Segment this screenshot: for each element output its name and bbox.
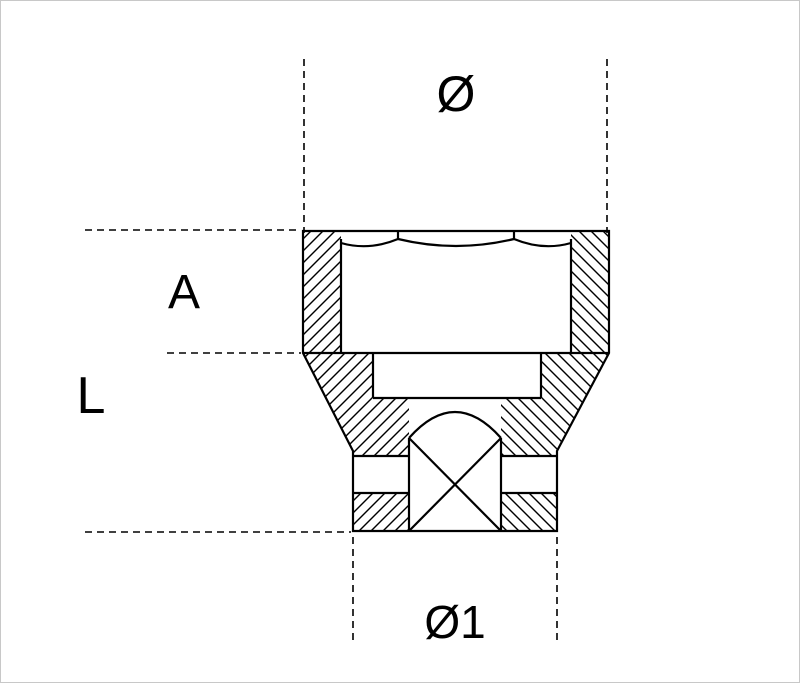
drive-hole-dome <box>408 410 502 439</box>
hex-arc-right <box>513 237 572 248</box>
label-outer-diameter: Ø <box>437 66 476 122</box>
hatching <box>303 231 609 531</box>
label-drive-diameter: Ø1 <box>424 596 485 648</box>
hatch-left-lower <box>353 493 409 531</box>
hatch-left-top-wall <box>303 231 341 353</box>
hex-arc-center <box>397 237 515 248</box>
socket-outline <box>301 229 611 533</box>
label-dim-a: A <box>168 266 200 319</box>
dimension-labels: Ø A L Ø1 <box>77 66 486 648</box>
extension-lines <box>85 59 608 641</box>
drive-hole-diagonal-2 <box>408 437 502 532</box>
hatch-right-mid <box>501 353 609 456</box>
hatch-right-lower <box>501 493 557 531</box>
hatch-left-mid <box>303 353 409 456</box>
label-dim-l: L <box>77 367 106 425</box>
outer-profile <box>301 229 611 533</box>
hatch-right-top-wall <box>571 231 609 353</box>
hex-arc-left <box>340 237 399 248</box>
